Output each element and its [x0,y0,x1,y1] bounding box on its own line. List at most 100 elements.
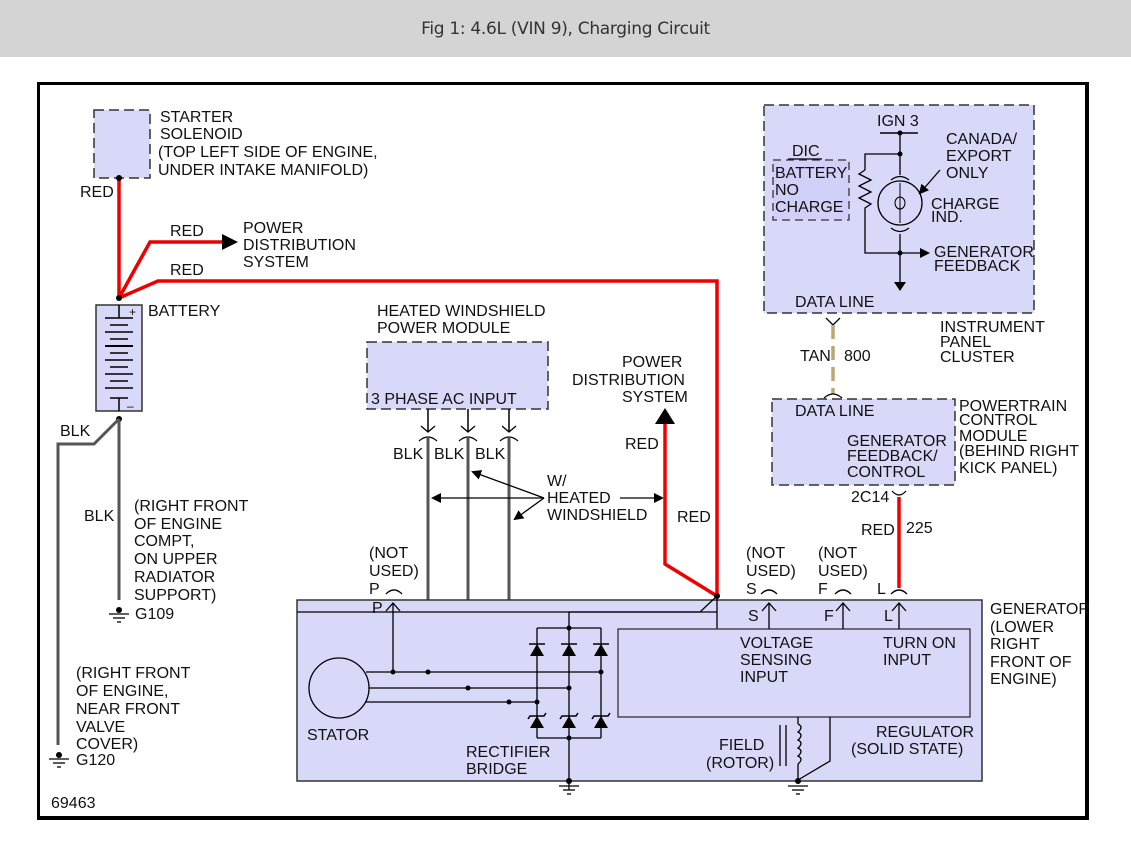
pcm-feedback-3: CONTROL [847,464,925,481]
resistor-icon [857,169,900,254]
blk-wire-phase-3-label: BLK [475,446,506,463]
generator: GENERATOR (LOWER RIGHT FRONT OF ENGINE) … [296,545,1090,795]
pointer-arrow-icon [471,470,545,499]
voltage-sensing-3: INPUT [740,669,788,686]
starter-solenoid-label-1: STARTER [160,109,233,126]
generator-label-1: GENERATOR [990,601,1090,618]
s-terminal-outer-label: S [746,581,757,598]
ground-g109: (RIGHT FRONT OF ENGINE COMPT, ON UPPER R… [109,498,249,623]
l-wire-circuit-label: 225 [906,520,933,537]
stator-label: STATOR [307,727,369,744]
l-terminal-inner-label: L [884,608,893,625]
hw-module-label-2: POWER MODULE [377,320,510,337]
ipc-label-3: CLUSTER [940,349,1015,366]
ipc-label-1: INSTRUMENT [940,319,1045,336]
dic-line-3: CHARGE [775,199,843,216]
starter-solenoid-label-3: (TOP LEFT SIDE OF ENGINE, [158,144,378,161]
red-wire-battery-generator [118,279,719,596]
charge-ind-line-2: IND. [931,209,963,226]
ground-symbol-icon [559,778,579,795]
p-not-used-2: USED) [369,563,419,580]
canada-line-1: CANADA/ [946,131,1018,148]
pointer-arrow-icon [513,497,545,521]
g120-location-1: (RIGHT FRONT [76,665,191,682]
g109-location-1: (RIGHT FRONT [134,498,249,515]
hw-module-label-1: HEATED WINDSHIELD [377,303,546,320]
regulator-box [617,628,971,718]
field-rotor-coil-icon [779,717,831,781]
pds-mid-label-3: SYSTEM [622,389,688,406]
battery-positive-sign: + [129,305,136,319]
figure-number: 69463 [51,795,96,812]
blk-wire-g120-label: BLK [60,423,91,440]
f-terminal-inner-label: F [824,608,834,625]
battery-positive-dot [116,295,122,301]
f-terminal-outer-label: F [818,581,828,598]
battery-label: BATTERY [148,303,221,320]
w-hw-label-2: HEATED [547,490,611,507]
voltage-sensing-1: VOLTAGE [740,635,813,652]
blk-wire-g120 [56,417,121,745]
pcm-label-1: POWERTRAIN [959,398,1067,415]
starter-solenoid-label-4: UNDER INTAKE MANIFOLD) [158,162,368,179]
generator-label-3: RIGHT [990,636,1040,653]
voltage-sensing-2: SENSING [740,652,812,669]
red-wire-power-distribution [117,240,224,299]
l-terminal-wire: RED 225 [861,497,933,588]
battery-ground-wires: BLK BLK [56,416,122,745]
pds-top-label-1: POWER [243,220,303,237]
red-wire-pds-label: RED [170,223,204,240]
figure-title-bar: Fig 1: 4.6L (VIN 9), Charging Circuit [0,0,1131,57]
pcm-label-4: (BEHIND RIGHT [959,443,1079,460]
regulator-label-1: REGULATOR [876,724,974,741]
l-wire-color-label: RED [861,522,895,539]
red-wire-pds-mid-label: RED [625,436,659,453]
ipc-ign-label: IGN 3 [877,113,919,130]
ground-g120: (RIGHT FRONT OF ENGINE, NEAR FRONT VALVE… [49,665,191,769]
power-distribution-mid: POWER DISTRIBUTION SYSTEM RED RED [572,354,718,598]
pcm-feedback-1: GENERATOR [847,433,947,450]
tan-wire-circuit-label: 800 [844,348,871,365]
f-not-used-1: (NOT [818,545,857,562]
s-terminal-inner-label: S [748,608,759,625]
blk-wire-phase-2-label: BLK [434,446,465,463]
battery-negative-sign: – [127,399,134,413]
generator-label-4: FRONT OF [990,654,1072,671]
field-label-2: (ROTOR) [706,755,774,772]
g109-location-2: OF ENGINE [134,516,222,533]
canada-line-2: EXPORT [946,148,1012,165]
pcm-feedback-2: FEEDBACK/ [847,448,938,465]
pcm-box [771,398,956,486]
turn-on-2: INPUT [883,652,931,669]
w-heated-windshield-note: W/ HEATED WINDSHIELD [431,470,664,524]
pcm-label-2: CONTROL [959,412,1037,429]
g120-location-3: NEAR FRONT [76,701,180,718]
feedback-line-2: FEEDBACK [934,258,1021,275]
starter-solenoid-box [93,109,151,179]
dic-line-1: BATTERY [775,165,848,182]
diagram-frame [37,82,1089,820]
ipc-label-2: PANEL [940,334,991,351]
pcm-label-3: MODULE [959,428,1027,445]
feedback-line-1: GENERATOR [934,244,1034,261]
pds-top-label-3: SYSTEM [243,254,309,271]
g109-id: G109 [135,606,174,623]
connector-icon [418,409,519,442]
ground-symbol-icon [788,778,808,795]
pds-mid-label-2: DISTRIBUTION [572,372,685,389]
red-wire-pds-mid [663,424,718,598]
pcm-connector-label: 2C14 [851,489,889,506]
ground-symbol-icon [49,752,69,768]
p-terminal-outer-label: P [369,581,380,598]
g120-location-5: COVER) [76,736,138,753]
pcm-data-line-label: DATA LINE [795,403,874,420]
p-terminal-inner-label: P [372,600,383,617]
g109-location-3: COMPT, [134,533,194,550]
red-wire-solenoid-label: RED [80,184,114,201]
g109-location-4: ON UPPER [134,551,218,568]
g120-location-4: VALVE [76,719,125,736]
battery: + – BATTERY [95,303,221,413]
g109-location-6: SUPPORT) [134,587,216,604]
hw-module-box [366,341,549,410]
